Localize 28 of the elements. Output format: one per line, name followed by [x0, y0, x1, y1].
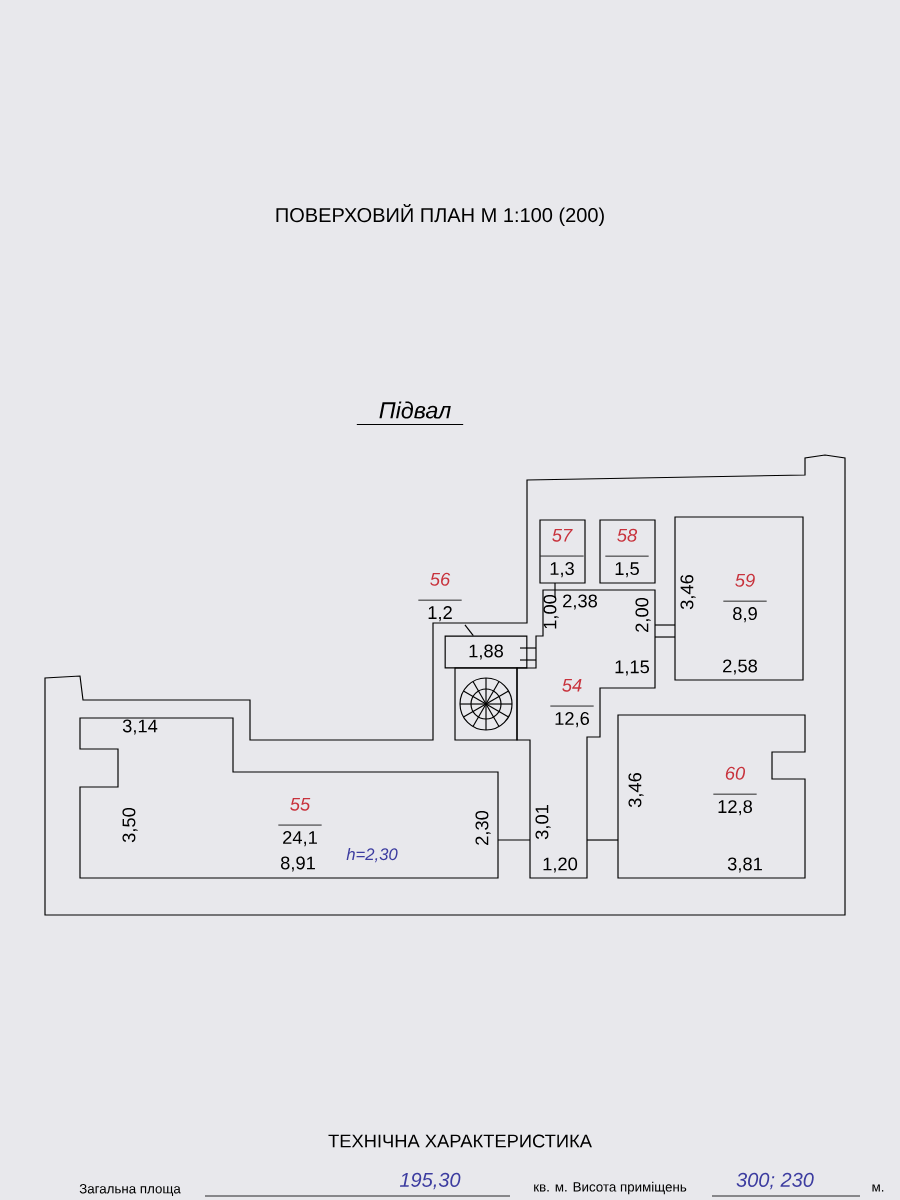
handwritten-value: 300; 230	[736, 1172, 814, 1190]
dimension-label: 3,46	[628, 773, 644, 808]
dimension-label: 8,91	[280, 856, 315, 872]
leader-line	[464, 624, 474, 637]
form-text: Загальна площа	[79, 1184, 181, 1196]
dimension-label: 2,38	[563, 594, 598, 610]
form-text: м.	[872, 1184, 884, 1192]
dimension-label: 2,30	[475, 810, 491, 845]
dimension-label: 3,14	[122, 719, 158, 735]
title: ПОВЕРХОВИЙ ПЛАН М 1:100 (200)	[276, 203, 604, 227]
floor-heading: Підвал	[379, 401, 451, 419]
dimension-label: 3,81	[727, 857, 762, 873]
height-note: h=2,30	[346, 847, 398, 863]
dimension-label: 3,01	[535, 805, 551, 840]
room-outline: 1,88	[444, 635, 528, 669]
room-outline: 57 1,3	[539, 519, 586, 584]
handwritten-value: 195,30	[399, 1172, 461, 1190]
dimension-label: 3,50	[122, 807, 138, 843]
room-label: 56 1,2	[417, 572, 463, 622]
form-text: кв. м. Висота приміщень	[534, 1181, 687, 1195]
dimension-label: 1,20	[543, 857, 578, 873]
dimension-label: 2,58	[723, 659, 758, 675]
room-outline: 58 1,5	[599, 519, 656, 584]
section-heading: ТЕХНІЧНА ХАРАКТЕРИСТИКА	[328, 1134, 592, 1148]
dimension-label: 1,15	[615, 660, 650, 676]
dimension-label: 2,00	[635, 597, 651, 632]
dimension-label: 3,46	[680, 575, 696, 610]
dimension-label: 1,00	[543, 594, 559, 629]
